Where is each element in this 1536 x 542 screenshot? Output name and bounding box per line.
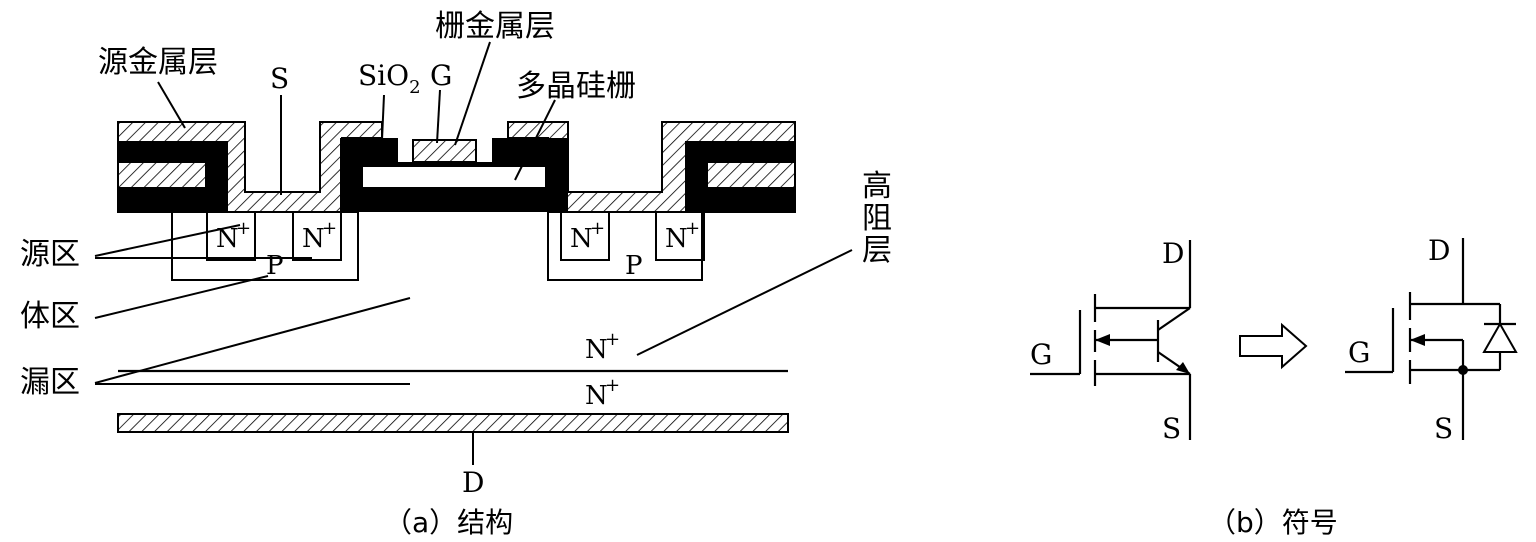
label-nplus-1: N + xyxy=(216,218,251,254)
oxide-right xyxy=(685,141,795,212)
leader-source-metal xyxy=(157,81,186,129)
leader-drain-1 xyxy=(94,297,411,384)
equivalent-arrow-icon xyxy=(1239,322,1308,370)
svg-text:+: + xyxy=(236,218,251,239)
svg-text:N: N xyxy=(665,224,688,254)
svg-text:N: N xyxy=(585,335,608,365)
label-G: G xyxy=(430,59,452,92)
symbol1-label-D: D xyxy=(1162,237,1184,270)
leader-poly xyxy=(514,99,556,181)
label-D: D xyxy=(462,466,484,499)
symbol2-label-S: S xyxy=(1434,412,1453,445)
symbol2-label-D: D xyxy=(1428,234,1450,267)
caption-symbol: （b）符号 xyxy=(1208,506,1338,539)
gate-metal xyxy=(412,139,477,163)
symbol1-label-G: G xyxy=(1030,338,1052,371)
svg-text:N: N xyxy=(216,224,239,254)
label-n-sub: N + xyxy=(585,375,620,411)
leader-source-region-1 xyxy=(94,224,241,257)
svg-text:+: + xyxy=(322,218,337,239)
leader-gate-metal xyxy=(454,41,491,146)
mosfet-symbol-2 xyxy=(1345,238,1518,440)
label-high-res-2: 阻 xyxy=(862,201,892,236)
label-high-res-1: 高 xyxy=(862,169,892,204)
label-gate-metal: 栅金属层 xyxy=(435,9,555,44)
svg-text:N: N xyxy=(585,381,608,411)
nplus-region-1 xyxy=(206,211,256,261)
symbol2-label-G: G xyxy=(1348,336,1370,369)
label-nplus-4: N + xyxy=(665,218,700,254)
p-body-left xyxy=(171,211,359,281)
label-S: S xyxy=(270,62,289,95)
label-p-right: P xyxy=(625,251,643,281)
svg-text:+: + xyxy=(590,218,605,239)
caption-structure: （a）结构 xyxy=(384,506,513,539)
label-nplus-2: N + xyxy=(302,218,337,254)
label-drain-region: 漏区 xyxy=(20,365,80,400)
label-source-region: 源区 xyxy=(20,237,80,272)
symbol-figure: D G S D G S （b）符号 xyxy=(1030,234,1518,539)
leader-body xyxy=(94,275,269,319)
p-body-right xyxy=(547,211,703,281)
svg-text:+: + xyxy=(605,375,620,396)
poly-gate xyxy=(361,165,547,189)
label-high-res-3: 层 xyxy=(862,233,892,268)
label-n-drift: N + xyxy=(585,329,620,365)
svg-text:N: N xyxy=(570,224,593,254)
label-body-region: 体区 xyxy=(20,299,80,334)
drain-metal xyxy=(117,413,789,433)
leader-high-res xyxy=(636,249,853,356)
label-p-left: P xyxy=(266,251,284,281)
leader-G xyxy=(436,89,441,144)
nplus-region-4 xyxy=(655,211,705,261)
svg-text:+: + xyxy=(685,218,700,239)
symbol1-label-S: S xyxy=(1162,412,1181,445)
structure-figure: 源金属层 S SiO2 G 栅金属层 多晶硅栅 源区 体区 漏区 高 阻 层 N… xyxy=(20,9,892,539)
svg-text:N: N xyxy=(302,224,325,254)
label-nplus-3: N + xyxy=(570,218,605,254)
mosfet-symbol-1 xyxy=(1030,240,1192,440)
label-poly-gate: 多晶硅栅 xyxy=(516,69,636,104)
oxide-left xyxy=(118,141,228,212)
label-source-metal: 源金属层 xyxy=(98,45,218,80)
leader-sio2 xyxy=(381,94,385,141)
label-sio2: SiO2 xyxy=(358,59,421,98)
nplus-region-2 xyxy=(292,211,342,261)
nplus-region-3 xyxy=(560,211,610,261)
svg-text:+: + xyxy=(605,329,620,350)
